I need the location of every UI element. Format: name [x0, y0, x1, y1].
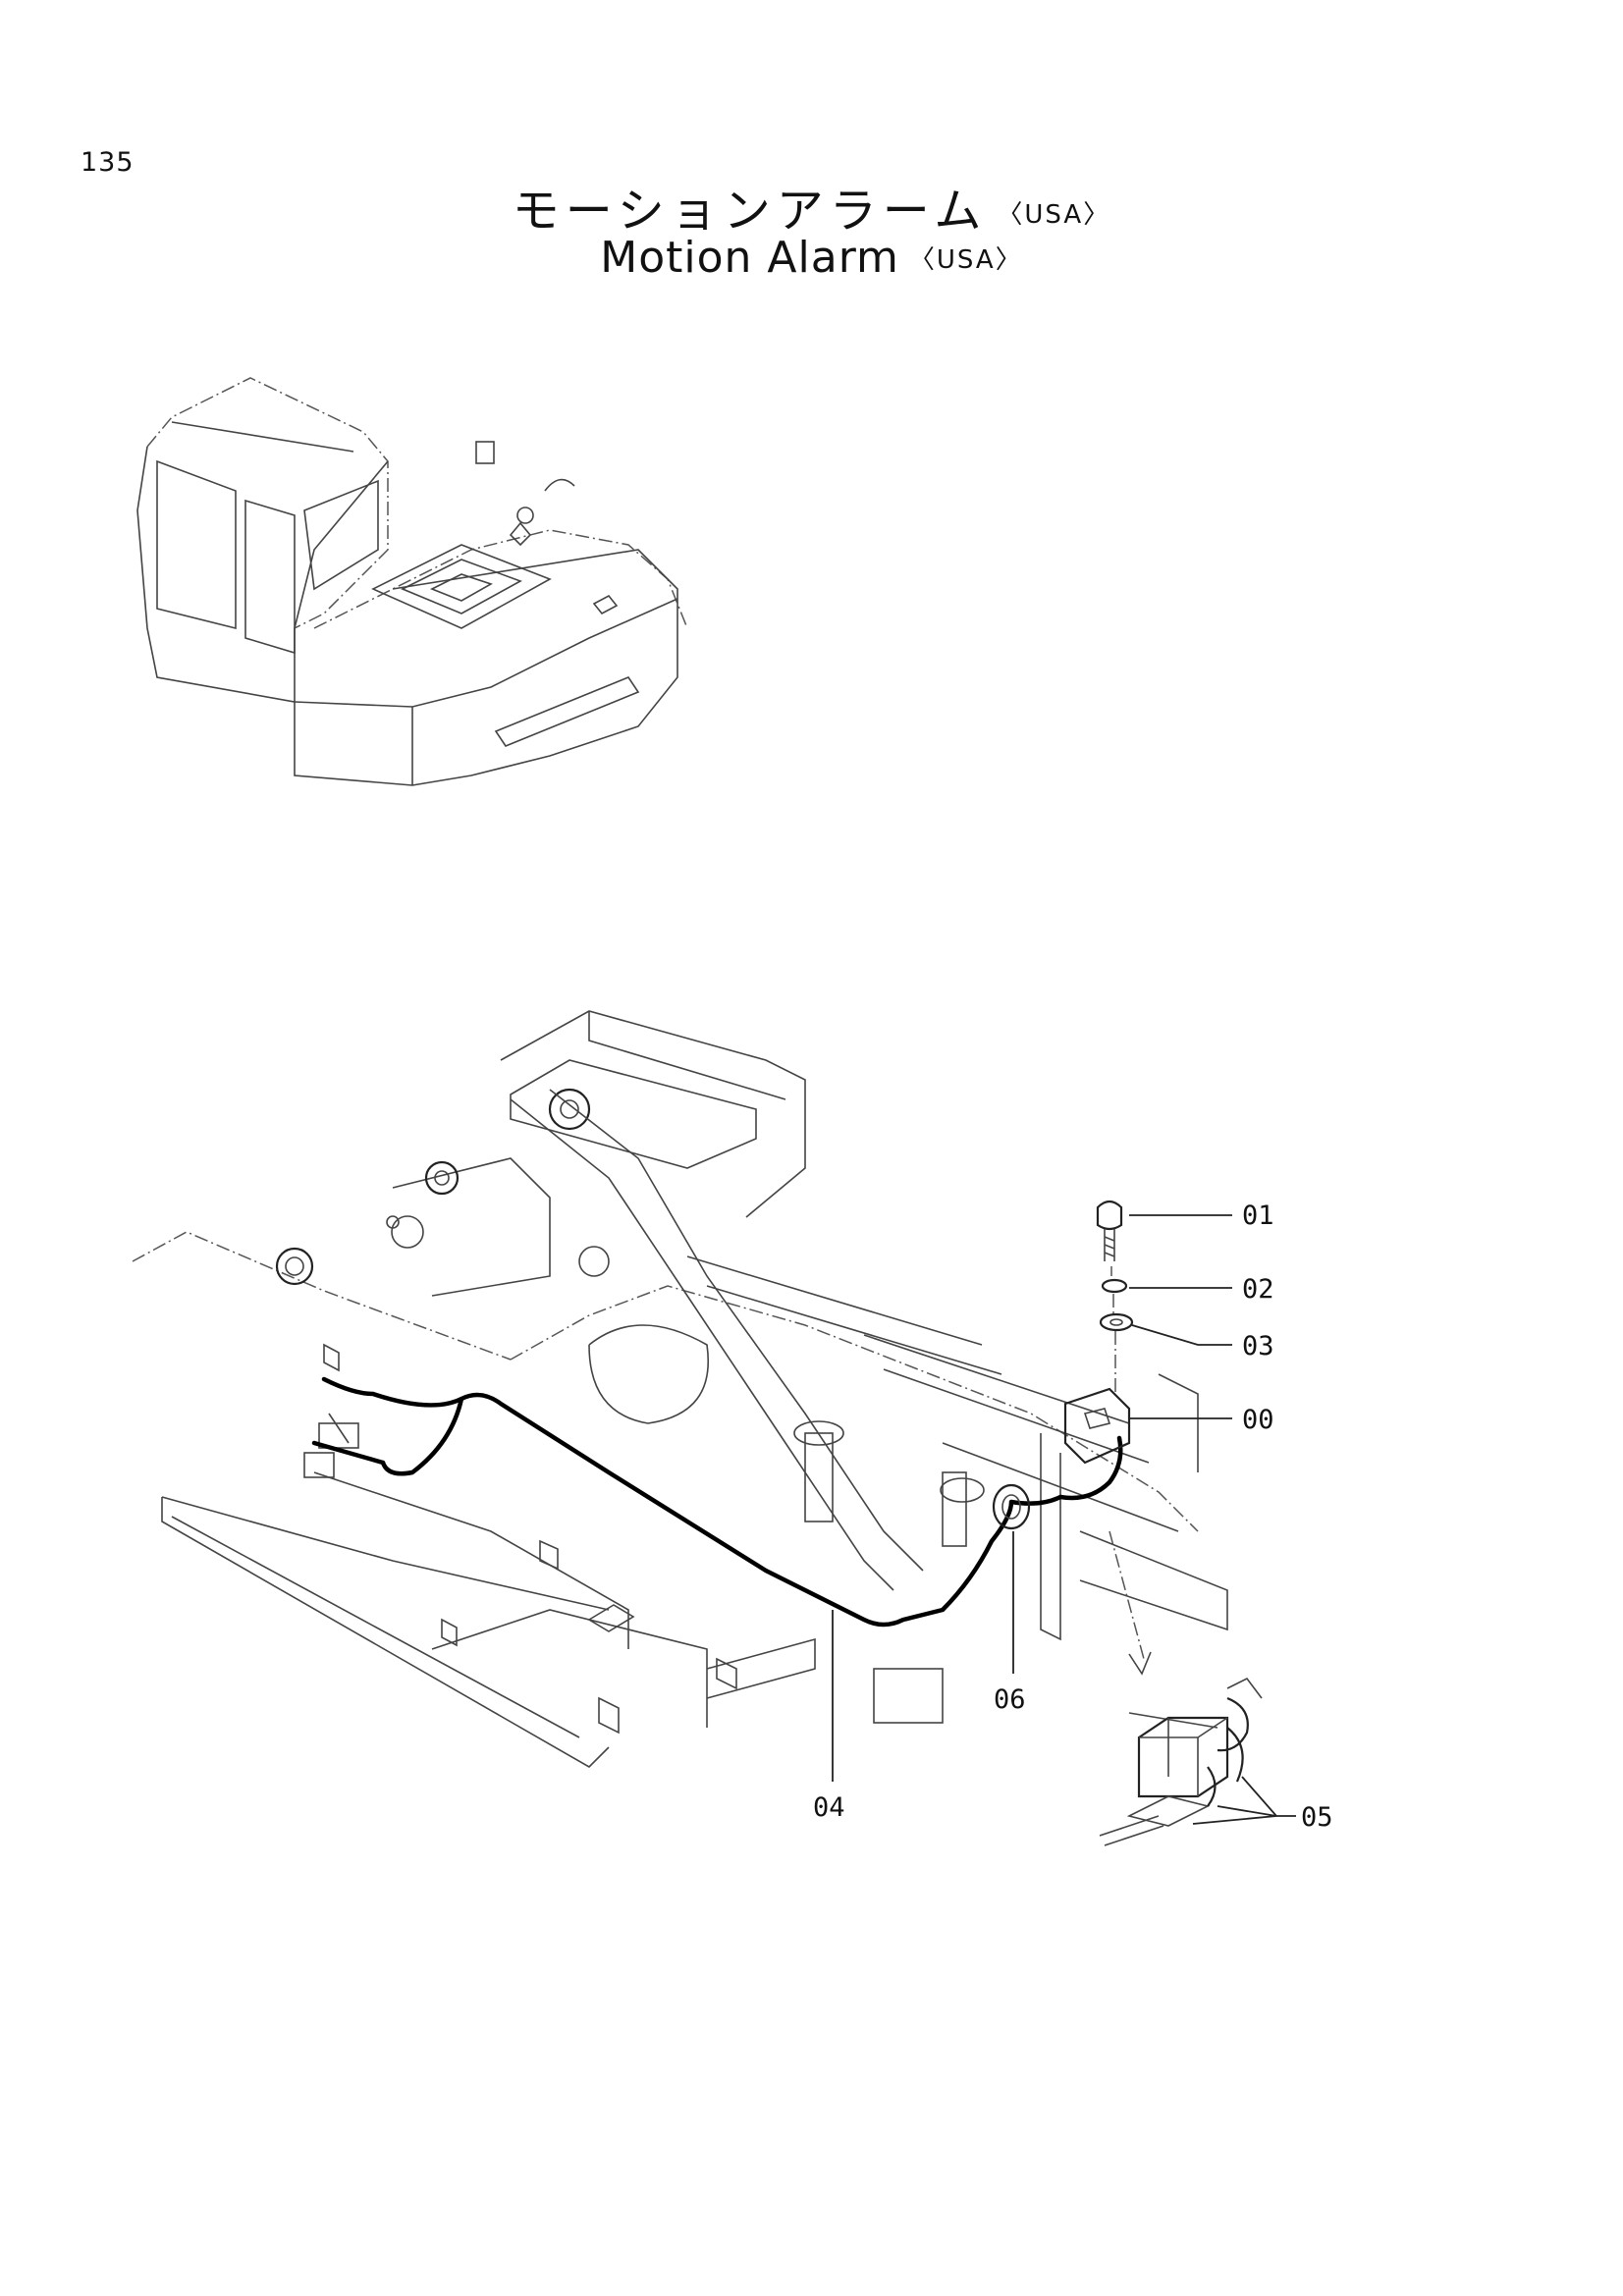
grommet-part	[992, 1483, 1031, 1530]
region-tag-en: 〈USA〉	[908, 245, 1023, 275]
harness-branch	[311, 1440, 386, 1466]
clamp-detail-illustration	[1099, 1677, 1263, 1846]
callout-00: 00	[1242, 1405, 1274, 1435]
leader-03	[1131, 1324, 1232, 1346]
revolving-frame-illustration	[132, 1010, 1228, 1768]
bolt-part	[1096, 1200, 1123, 1261]
callout-04: 04	[813, 1792, 845, 1823]
callout-02: 02	[1242, 1274, 1274, 1305]
lock-washer-part	[1101, 1278, 1128, 1294]
machine-overview-illustration	[136, 377, 688, 786]
callout-05: 05	[1301, 1802, 1333, 1833]
title-en-text: Motion Alarm	[600, 233, 899, 283]
wire-harness-path	[321, 1376, 1123, 1628]
leader-05	[1192, 1776, 1296, 1825]
callout-06: 06	[994, 1684, 1026, 1715]
page-title-english: Motion Alarm 〈USA〉	[0, 233, 1623, 283]
title-ja-text: モーションアラーム	[512, 184, 988, 239]
washer-part	[1099, 1312, 1134, 1332]
callout-01: 01	[1242, 1201, 1274, 1231]
region-label: USA	[936, 245, 996, 275]
callout-03: 03	[1242, 1331, 1274, 1362]
page-number: 135	[81, 147, 135, 178]
page-title-japanese: モーションアラーム〈USA〉	[0, 172, 1623, 240]
motion-alarm-part	[1063, 1387, 1131, 1465]
region-label: USA	[1024, 200, 1084, 230]
region-tag-ja: 〈USA〉	[997, 200, 1111, 230]
